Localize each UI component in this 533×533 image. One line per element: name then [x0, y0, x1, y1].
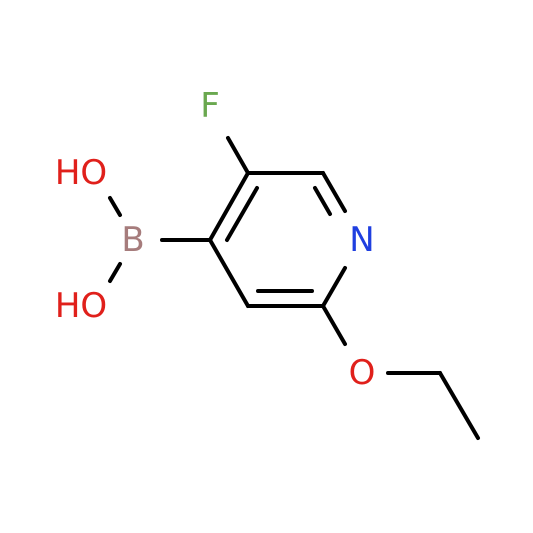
atom-ho-bottom-label: HO: [55, 286, 107, 326]
bond-ch2-ch3: [438, 371, 480, 440]
bond-c4-c5: [208, 171, 250, 242]
bond-c2-o: [321, 304, 347, 346]
bond-n-c2: [321, 266, 347, 308]
atom-b-label: B: [121, 220, 144, 260]
atom-n-label: N: [349, 220, 374, 260]
bonds: [108, 136, 480, 440]
bond-c6-n: [321, 171, 347, 213]
atom-o-ether-label: O: [349, 353, 376, 393]
atom-labels: F N O B HO HO: [55, 86, 376, 393]
bond-c3-c4: [208, 238, 250, 308]
atom-ho-top-label: HO: [55, 153, 107, 193]
bond-b-o2: [108, 262, 122, 283]
bond-c5-f: [226, 136, 250, 175]
bond-c4-c5-inner: [225, 186, 259, 242]
atom-f-label: F: [200, 86, 220, 126]
bond-b-o1: [108, 196, 122, 217]
bond-c6-n-inner: [313, 186, 332, 216]
